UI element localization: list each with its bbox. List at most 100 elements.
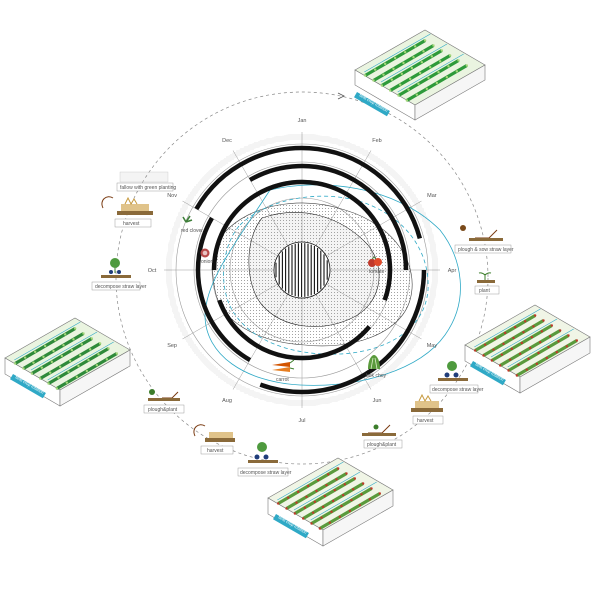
plant-dot — [42, 355, 45, 359]
plant-dot — [517, 363, 520, 366]
field-right: field crop rotation — [464, 304, 591, 394]
month-label: Dec — [222, 138, 232, 144]
plant-dot — [428, 65, 432, 69]
center-stripes — [275, 243, 328, 297]
irrigation-line — [380, 43, 448, 83]
plant-dot — [410, 66, 414, 70]
plant-dot — [107, 347, 110, 350]
plant-dot — [515, 374, 519, 377]
plant-dot — [341, 493, 345, 497]
plant-dot — [435, 81, 439, 85]
plant-dot — [508, 358, 512, 361]
plant-dot — [512, 336, 515, 340]
irrigation-line — [397, 53, 464, 93]
step-label: decompose straw layer — [240, 470, 292, 476]
crop-tomato: tomato — [368, 256, 385, 275]
step-label: plant — [479, 288, 490, 294]
seed-icon — [460, 225, 466, 231]
month-label: Sep — [167, 343, 177, 349]
step-decompose-oct: decompose straw layer — [91, 258, 147, 291]
crop-label: red clover — [181, 228, 203, 234]
plant-dot — [65, 381, 69, 384]
plant-dot — [405, 99, 409, 102]
plant-dot — [417, 82, 420, 86]
plant-dot — [306, 484, 310, 488]
plant-dot — [520, 341, 524, 345]
irrigation-line — [30, 331, 98, 371]
step-decompose-aug: decompose straw layer — [237, 442, 292, 477]
plant-dot — [313, 500, 317, 504]
plant-dot — [498, 364, 502, 367]
plant-dot — [351, 488, 355, 491]
plough-icon — [162, 391, 179, 399]
plant-dot — [285, 507, 288, 510]
plant-dot — [503, 331, 507, 335]
plant-dot — [340, 504, 343, 508]
plough-icon — [368, 424, 391, 434]
plant-icon — [447, 361, 457, 371]
plant-dot — [32, 361, 35, 364]
plant-dot — [548, 335, 552, 338]
step-label: plough & sow straw layer — [458, 247, 514, 253]
plant-dot — [323, 494, 327, 498]
plant-dot — [320, 516, 323, 519]
irrigation-line — [507, 328, 574, 368]
plant-dot — [490, 359, 494, 362]
step-label: harvest — [417, 418, 434, 424]
plant-dot — [483, 343, 487, 346]
step-label: harvest — [123, 221, 140, 227]
plant-dot — [326, 473, 330, 476]
plant-dot — [47, 382, 50, 385]
plant-dot — [30, 372, 34, 375]
plant-dot — [408, 77, 412, 81]
step-harvest-jun: harvest — [411, 393, 444, 425]
plant-dot — [310, 522, 313, 525]
crop-season-arc — [211, 179, 393, 301]
plant-dot — [528, 346, 532, 350]
plant-dot — [412, 55, 415, 59]
plant-dot — [380, 84, 384, 87]
plant-dot — [348, 509, 352, 513]
step-plough-mar: plough & sow straw layer — [454, 225, 514, 254]
step-label: plough&plant — [367, 442, 397, 448]
plant-dot — [445, 75, 449, 79]
plant-dot — [550, 324, 554, 327]
plant-dot — [87, 358, 90, 362]
plant-dot — [70, 348, 74, 352]
plant-dot — [415, 93, 419, 96]
month-label: Mar — [427, 193, 437, 199]
plant-dot — [400, 72, 404, 76]
plant-dot — [58, 365, 62, 369]
plant-dot — [13, 362, 17, 365]
plant-dot — [115, 352, 119, 355]
crop-label: onion — [201, 259, 213, 265]
plant-dot — [293, 512, 297, 515]
plant-dot — [398, 83, 402, 86]
crop-red-clover: red clover — [181, 215, 203, 234]
plant-dot — [522, 330, 525, 334]
plant-dot — [303, 506, 307, 509]
plant-dot — [90, 337, 94, 340]
plant-dot — [383, 62, 387, 66]
plant-dot — [338, 515, 342, 519]
step-label: decompose straw layer — [95, 284, 147, 290]
clover-icon — [182, 215, 193, 223]
month-label: Jul — [298, 418, 305, 424]
plant-dot — [358, 503, 362, 507]
plant-dot — [402, 61, 405, 65]
plant-dot — [530, 335, 534, 339]
plant-dot — [22, 367, 25, 370]
plant-dot — [455, 70, 459, 73]
plant-dot — [397, 94, 400, 97]
plant-dot — [72, 338, 75, 341]
plant-dot — [525, 368, 529, 371]
step-label-box — [116, 182, 174, 192]
sickle-icon — [101, 196, 114, 209]
step-plant-apr: plant — [474, 272, 500, 295]
plant-dot — [482, 354, 485, 357]
plant-dot — [85, 369, 89, 373]
step-label: plough&plant — [148, 407, 178, 413]
month-label: Nov — [167, 193, 177, 199]
plant-dot — [418, 71, 422, 75]
